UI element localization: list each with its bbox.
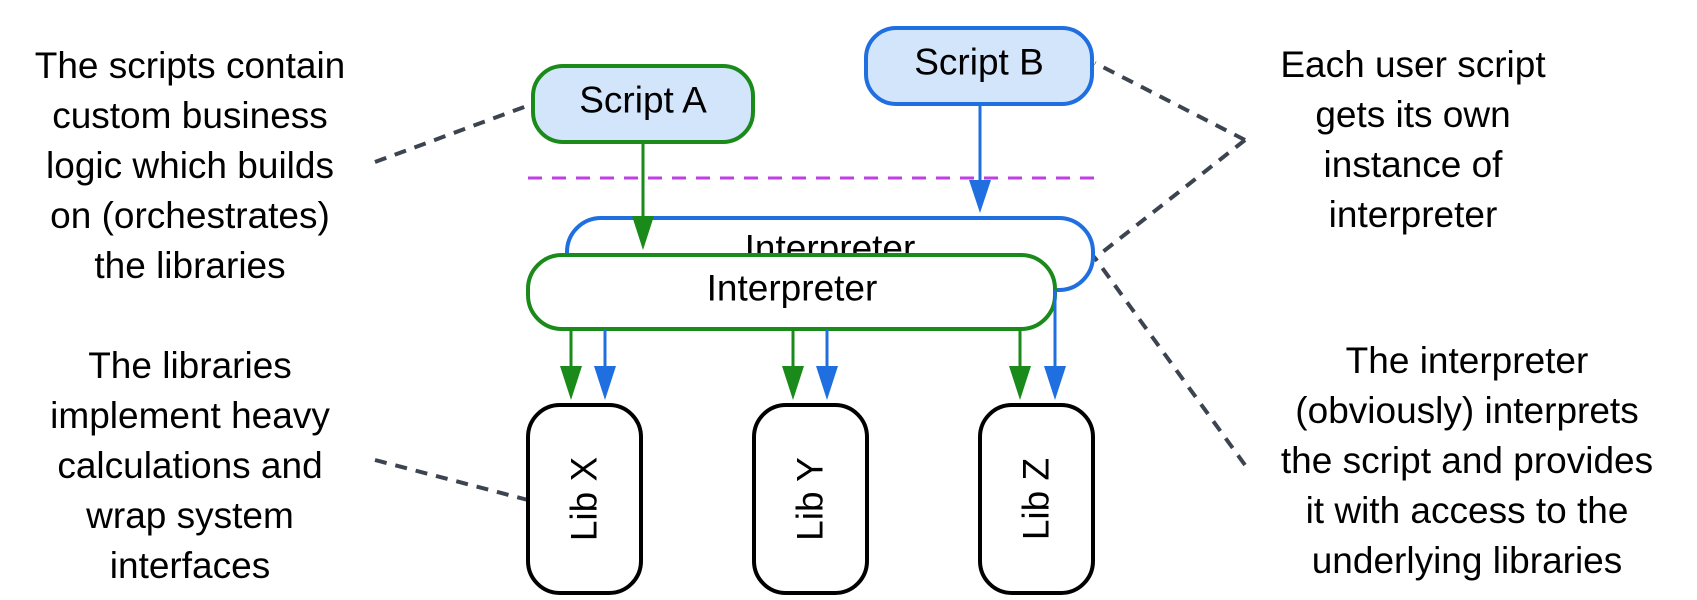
note-interpreter-line-2: (obviously) interprets bbox=[1295, 390, 1638, 431]
leader-lines bbox=[374, 61, 1247, 502]
note-instance-line-3: instance of bbox=[1324, 144, 1504, 185]
note-instance-line-1: Each user script bbox=[1280, 44, 1546, 85]
note-libraries-line-4: wrap system bbox=[85, 495, 294, 536]
library-lib-x[interactable]: Lib X bbox=[526, 403, 643, 595]
script-b-label: Script B bbox=[914, 42, 1044, 83]
note-scripts-line-2: custom business bbox=[52, 95, 328, 136]
note-interpreter-line-3: the script and provides bbox=[1281, 440, 1653, 481]
leader-interpreter-note bbox=[1093, 256, 1247, 467]
note-scripts-line-1: The scripts contain bbox=[35, 45, 346, 86]
note-interpreter-line-4: it with access to the bbox=[1306, 490, 1629, 531]
note-interpreter-line-1: The interpreter bbox=[1346, 340, 1589, 381]
note-libraries-line-3: calculations and bbox=[57, 445, 322, 486]
lib-x-label: Lib X bbox=[564, 457, 605, 541]
note-instance-line-4: interpreter bbox=[1329, 194, 1498, 235]
note-interpreter: The interpreter (obviously) interprets t… bbox=[1281, 340, 1653, 581]
interpreter-instance-a: Interpreter bbox=[526, 253, 1057, 331]
lib-y-label: Lib Y bbox=[790, 457, 831, 541]
note-libraries-line-5: interfaces bbox=[110, 545, 270, 586]
note-scripts: The scripts contain custom business logi… bbox=[35, 45, 346, 286]
interpreter-a-label: Interpreter bbox=[707, 268, 878, 309]
note-interpreter-line-5: underlying libraries bbox=[1312, 540, 1623, 581]
note-libraries-line-1: The libraries bbox=[88, 345, 292, 386]
leader-libraries-note bbox=[374, 458, 529, 502]
arrows-interpreter-to-libraries bbox=[560, 290, 1066, 400]
leader-instance-script-b bbox=[1094, 61, 1246, 142]
library-lib-z[interactable]: Lib Z bbox=[978, 403, 1095, 595]
note-scripts-line-4: on (orchestrates) bbox=[50, 195, 330, 236]
lib-z-label: Lib Z bbox=[1016, 458, 1057, 540]
leader-instance-interpreter bbox=[1093, 138, 1247, 260]
script-a-label: Script A bbox=[579, 80, 707, 121]
arrow-script-a-to-interpreter bbox=[632, 142, 654, 250]
note-scripts-line-3: logic which builds bbox=[46, 145, 334, 186]
script-b-node[interactable]: Script B bbox=[864, 26, 1094, 106]
note-scripts-line-5: the libraries bbox=[94, 245, 285, 286]
note-libraries: The libraries implement heavy calculatio… bbox=[50, 345, 330, 586]
note-libraries-line-2: implement heavy bbox=[50, 395, 330, 436]
note-instance-line-2: gets its own bbox=[1315, 94, 1510, 135]
leader-scripts-note bbox=[374, 101, 536, 164]
script-a-node[interactable]: Script A bbox=[531, 64, 755, 144]
note-instance: Each user script gets its own instance o… bbox=[1280, 44, 1546, 235]
arrow-script-b-to-interpreter bbox=[969, 104, 991, 213]
library-lib-y[interactable]: Lib Y bbox=[752, 403, 869, 595]
